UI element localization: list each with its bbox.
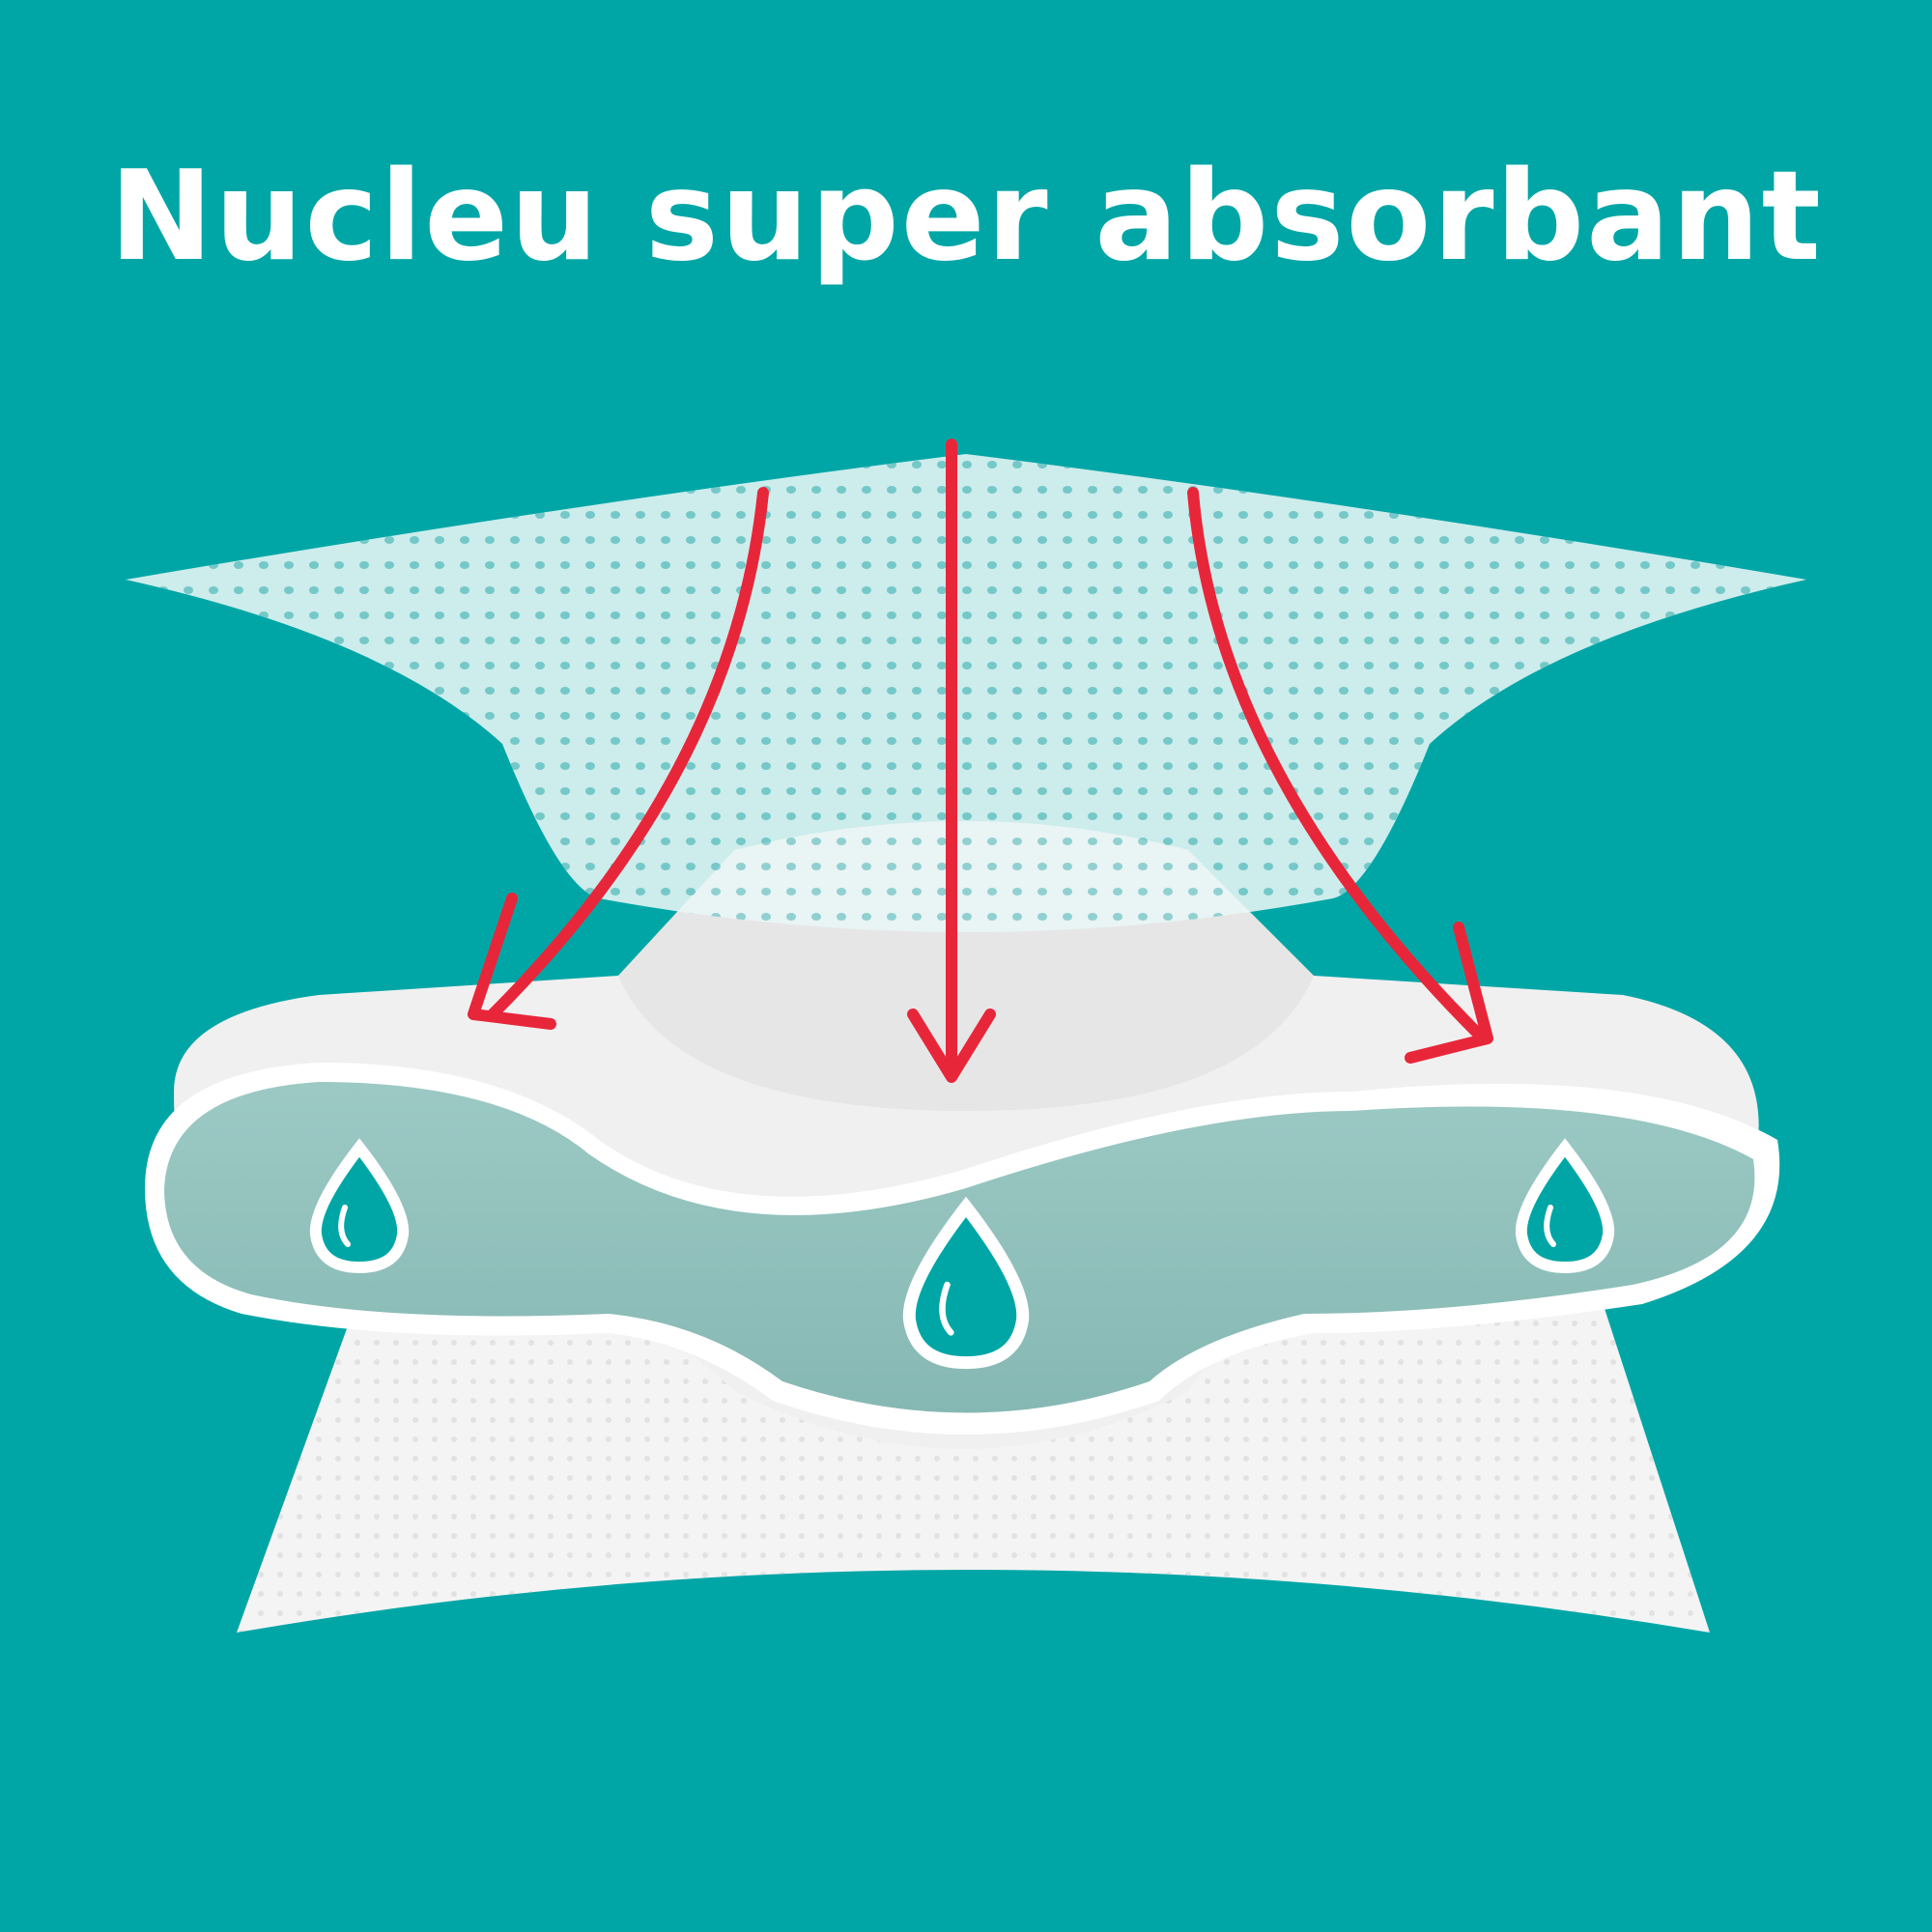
water-drop-icon: [902, 1196, 1030, 1370]
arrow-right-icon: [1187, 487, 1484, 1039]
water-drop-icon: [1515, 1138, 1615, 1274]
flow-arrows: [468, 439, 1493, 1083]
water-drop-icon: [309, 1138, 410, 1274]
headline: Nucleu super absorbant: [109, 145, 1823, 289]
arrow-left-icon: [487, 487, 769, 1020]
top-sheet: [126, 454, 1806, 932]
